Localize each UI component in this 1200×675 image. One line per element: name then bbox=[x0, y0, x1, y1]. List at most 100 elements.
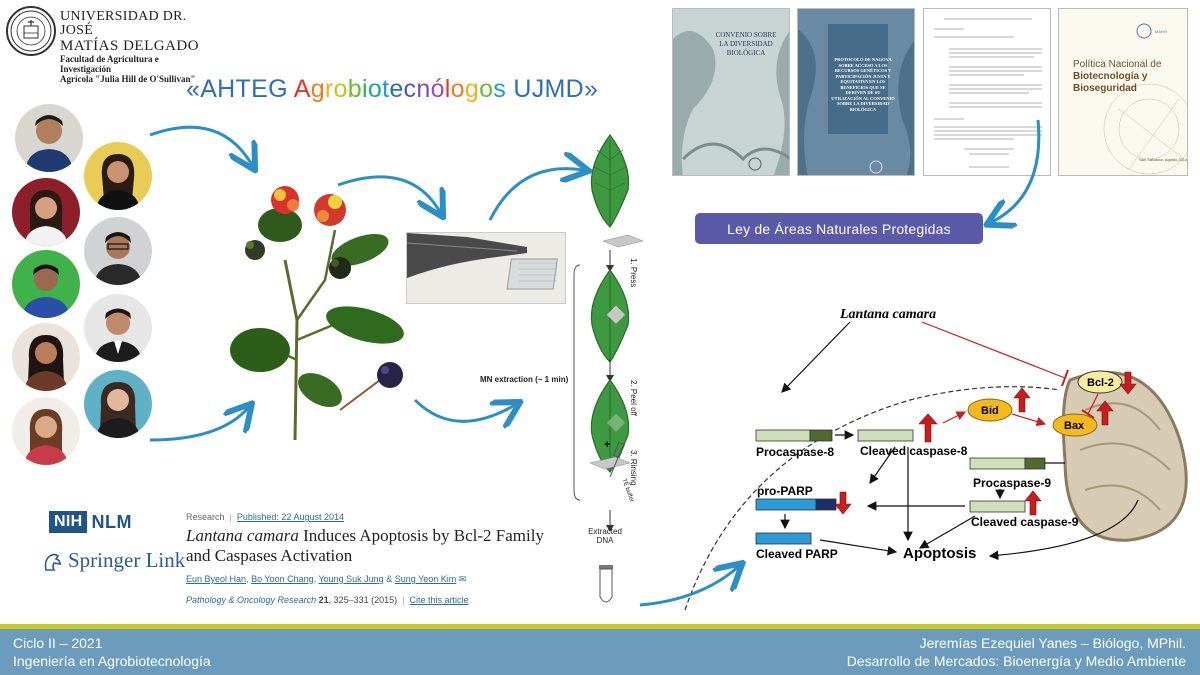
team-photo-8 bbox=[84, 370, 152, 438]
title-letter: g bbox=[464, 75, 480, 103]
title-open: «AHTEG bbox=[186, 75, 294, 103]
author-link[interactable]: Bo Yoon Chang bbox=[251, 574, 314, 584]
apo-species-label: Lantana camara bbox=[839, 307, 936, 322]
footer-program: Ingeniería en Agrobiotecnología bbox=[13, 653, 211, 669]
doc-convenio-diversidad: CONVENIO SOBRE LA DIVERSIDAD BIOLÓGICA bbox=[672, 8, 790, 176]
microneedle-extraction-diagram: + bbox=[573, 133, 644, 603]
title-letter: g bbox=[310, 75, 325, 103]
footer-right: Jeremías Ezequiel Yanes – Biólogo, MPhil… bbox=[847, 634, 1186, 670]
article-title: Lantana camara Induces Apoptosis by Bcl-… bbox=[186, 526, 566, 566]
footer-accent-line bbox=[0, 624, 1200, 629]
doc4-title-block: Política Nacional de Biotecnología y Bio… bbox=[1073, 59, 1185, 95]
university-name-line2: MATÍAS DELGADO bbox=[60, 38, 200, 54]
title-letter: o bbox=[479, 75, 494, 103]
faculty-line2: Agrícola "Julia Hill de O'Sullivan" bbox=[60, 74, 196, 84]
cleaved-caspase8-label: Cleaved caspase-8 bbox=[860, 444, 968, 458]
slide-title: «AHTEG Agrobiotecnólogos UJMD» bbox=[186, 75, 598, 104]
microneedle-photo bbox=[406, 232, 566, 304]
svg-text:+: + bbox=[604, 439, 610, 451]
article-title-rest: Induces Apoptosis by Bcl-2 Family and Ca… bbox=[186, 526, 544, 565]
author-link[interactable]: Young Suk Jung bbox=[318, 574, 384, 584]
step-press-label: 1. Press bbox=[629, 258, 638, 288]
doc4-title-1: Política Nacional de bbox=[1073, 59, 1162, 70]
team-photo-6 bbox=[84, 294, 152, 362]
faculty-line1: Facultad de Agricultura e Investigación bbox=[60, 54, 159, 74]
title-letter: r bbox=[324, 75, 334, 103]
title-letter: l bbox=[444, 75, 451, 103]
pro-parp-label: pro-PARP bbox=[757, 484, 813, 498]
bcl2-label: Bcl-2 bbox=[1087, 377, 1114, 389]
procaspase9-label: Procaspase-9 bbox=[973, 476, 1051, 490]
journal-name: Pathology & Oncology Research bbox=[186, 595, 317, 605]
doc4-title-3: Bioseguridad bbox=[1073, 83, 1137, 94]
university-seal bbox=[6, 6, 56, 56]
article-published-link[interactable]: Published: 22 August 2014 bbox=[236, 512, 344, 522]
journal-pages: , 325–331 (2015) bbox=[328, 595, 398, 605]
doc1-title: CONVENIO SOBRE LA DIVERSIDAD BIOLÓGICA bbox=[715, 31, 777, 57]
author-link[interactable]: Eun Byeol Han bbox=[186, 574, 247, 584]
team-photo-4 bbox=[84, 217, 152, 285]
doc2-title: PROTOCOLO DE NAGOYA SOBRE ACCESO A LOS R… bbox=[831, 57, 895, 112]
procaspase8-label: Procaspase-8 bbox=[756, 445, 834, 459]
team-photo-2 bbox=[84, 142, 152, 210]
nih-nlm-logo: NIH NLM bbox=[49, 511, 132, 533]
title-close: UJMD» bbox=[506, 75, 599, 103]
footer-left: Ciclo II – 2021 Ingeniería en Agrobiotec… bbox=[13, 634, 211, 670]
title-letter: e bbox=[389, 75, 404, 103]
university-name-block: UNIVERSIDAD DR. JOSÉ MATÍAS DELGADO Facu… bbox=[60, 9, 200, 85]
title-letter: n bbox=[416, 75, 431, 103]
university-seal-icon bbox=[10, 10, 52, 52]
journal-volume: 21 bbox=[318, 595, 329, 605]
team-photo-7 bbox=[12, 323, 80, 391]
title-letter: t bbox=[382, 75, 390, 103]
title-rainbow-word: Agrobiotecnólogos bbox=[294, 75, 506, 103]
doc4-title-2: Biotecnología y bbox=[1073, 71, 1148, 82]
doc-legislative-decree bbox=[923, 8, 1051, 176]
step-rinsing-label: 3. Rinsing bbox=[629, 450, 638, 486]
team-photo-9 bbox=[12, 397, 80, 465]
title-letter: A bbox=[293, 75, 311, 103]
cite-article-link[interactable]: Cite this article bbox=[409, 595, 469, 605]
springer-horse-icon bbox=[44, 553, 61, 571]
article-meta: Research | Published: 22 August 2014 bbox=[186, 512, 344, 522]
cleaved-parp-label: Cleaved PARP bbox=[756, 547, 838, 561]
springer-link-text: Springer Link bbox=[68, 548, 186, 572]
extracted-dna-label: Extracted DNA bbox=[588, 527, 622, 545]
author-link[interactable]: Sung Yeon Kim bbox=[394, 574, 457, 584]
doc-protocolo-nagoya: PROTOCOLO DE NAGOYA SOBRE ACCESO A LOS R… bbox=[797, 8, 915, 176]
cleaved-caspase9-label: Cleaved caspase-9 bbox=[971, 515, 1079, 529]
footer-author: Jeremías Ezequiel Yanes – Biólogo, MPhil… bbox=[919, 635, 1186, 651]
mn-extraction-label: MN extraction (~ 1 min) bbox=[480, 375, 569, 384]
team-photo-5 bbox=[12, 250, 80, 318]
law-natural-protected-areas-button[interactable]: Ley de Áreas Naturales Protegidas bbox=[695, 213, 983, 244]
nlm-logo-text: NLM bbox=[91, 511, 132, 532]
svg-text:MARN: MARN bbox=[1155, 29, 1167, 34]
doc-politica-biotecnologia: MARN Política Nacional de Biotecnología … bbox=[1058, 8, 1188, 176]
team-photo-1 bbox=[15, 104, 83, 172]
footer-cycle: Ciclo II – 2021 bbox=[13, 635, 103, 651]
team-photo-3 bbox=[12, 178, 80, 246]
article-title-species: Lantana camara bbox=[186, 526, 299, 545]
title-letter: b bbox=[347, 75, 362, 103]
title-letter: o bbox=[333, 75, 348, 103]
title-letter: o bbox=[450, 75, 465, 103]
article-type: Research bbox=[186, 512, 225, 522]
title-letter: o bbox=[367, 75, 383, 103]
article-journal: Pathology & Oncology Research 21, 325–33… bbox=[186, 595, 469, 605]
title-letter: s bbox=[493, 75, 507, 103]
apoptosis-pathway-diagram: Lantana camara Procaspase-8 Cleaved casp… bbox=[684, 307, 1188, 611]
footer-course: Desarrollo de Mercados: Bioenergía y Med… bbox=[846, 653, 1186, 669]
footer-bar: Ciclo II – 2021 Ingeniería en Agrobiotec… bbox=[0, 629, 1200, 675]
article-authors: Eun Byeol Han, Bo Yoon Chang, Young Suk … bbox=[186, 574, 467, 584]
bid-label: Bid bbox=[981, 405, 999, 417]
step-peel-label: 2. Peel off bbox=[629, 380, 638, 416]
bax-label: Bax bbox=[1064, 420, 1085, 432]
title-letter: i bbox=[361, 75, 368, 103]
springer-link-logo: Springer Link bbox=[42, 548, 185, 573]
email-icon[interactable]: ✉ bbox=[458, 574, 467, 584]
doc4-footer: San Salvador, Agosto 2014 bbox=[1139, 157, 1188, 162]
university-name-line1: UNIVERSIDAD DR. JOSÉ bbox=[60, 9, 187, 38]
nih-logo-text: NIH bbox=[49, 511, 88, 533]
lantana-plant-illustration bbox=[230, 186, 404, 440]
title-letter: ó bbox=[430, 75, 445, 103]
